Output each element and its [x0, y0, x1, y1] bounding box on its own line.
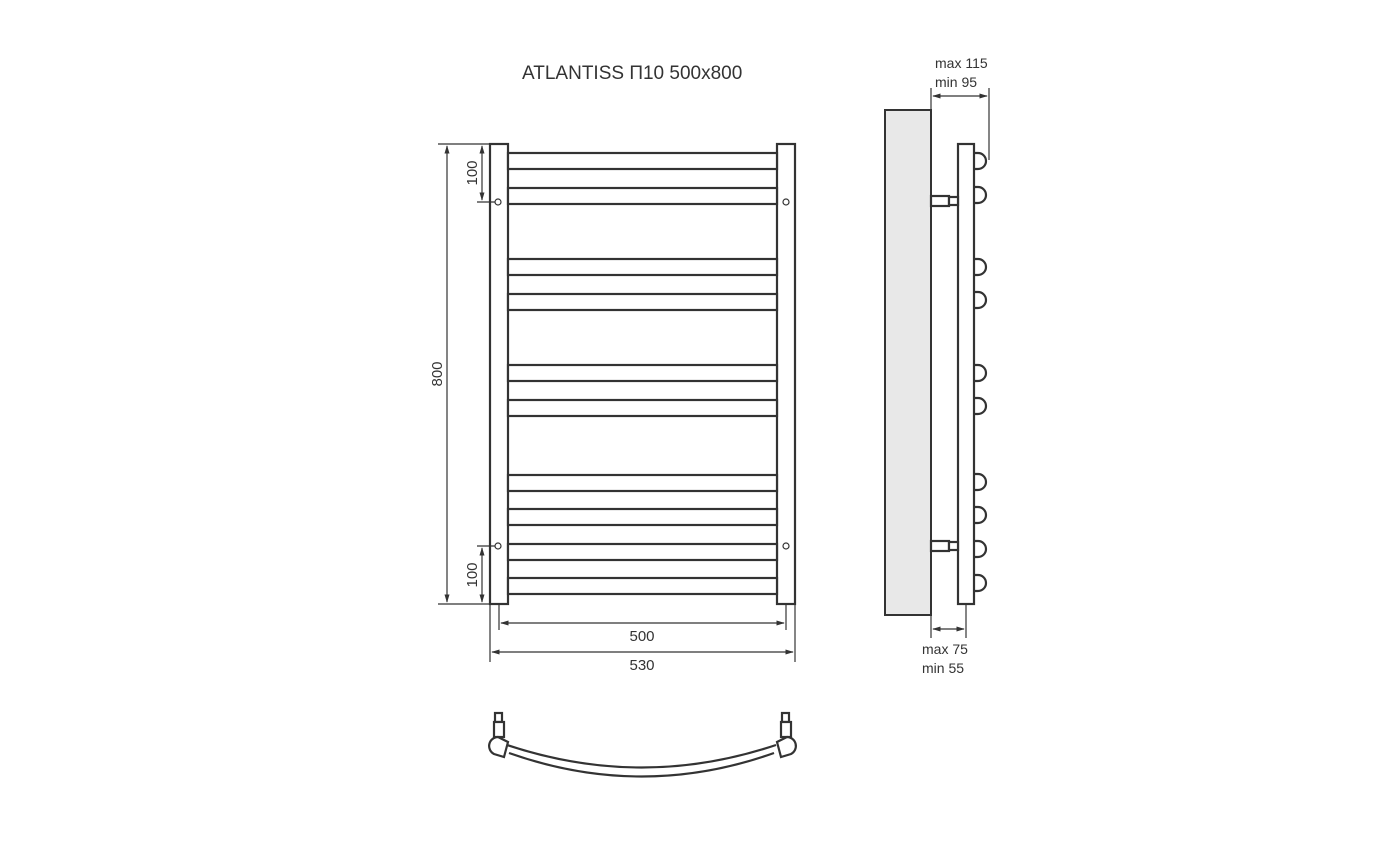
wall-bracket-top	[929, 194, 960, 208]
dim-label-side-bottom-max: max 75	[922, 641, 968, 657]
rail-profiles	[974, 151, 988, 593]
connection-point-top-right	[782, 198, 790, 206]
top-view	[488, 711, 797, 778]
drawing-title: ATLANTISS П10 500x800	[522, 63, 742, 84]
wall	[884, 109, 932, 616]
dim-label-side-top-max: max 115	[935, 55, 988, 71]
rails	[506, 151, 779, 596]
dim-label-side-top-min: min 95	[935, 74, 977, 90]
dim-label-top-offset: 100	[464, 160, 481, 185]
dim-label-height: 800	[429, 361, 446, 386]
dim-label-total-width: 530	[629, 657, 654, 674]
side-view: max 115 min 95 max 75 min 55	[884, 55, 990, 676]
right-collector	[775, 142, 797, 606]
wall-bracket-bottom	[929, 539, 960, 553]
dim-label-side-bottom-min: min 55	[922, 660, 964, 676]
connection-point-bottom-right	[782, 542, 790, 550]
side-collector	[956, 142, 976, 606]
front-view: 800 100 100 500 530	[429, 142, 797, 674]
left-collector	[488, 142, 510, 606]
dim-label-axis-width: 500	[629, 628, 654, 645]
dim-label-bottom-offset: 100	[464, 562, 481, 587]
